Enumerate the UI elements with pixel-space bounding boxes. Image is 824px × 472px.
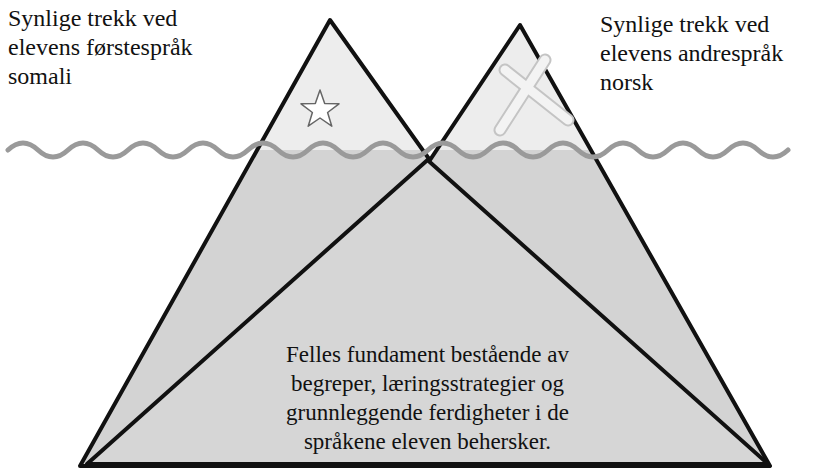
- triangle-shape: [87, 160, 768, 464]
- wave-path: [8, 143, 788, 157]
- side-label: Synlige trekk ved elevens andrespråk nor…: [600, 10, 818, 97]
- side-label: Synlige trekk ved elevens førstespråk so…: [8, 4, 246, 91]
- cross-symbol: [500, 60, 568, 130]
- foundation-text: Felles fundament bestående av begreper, …: [258, 340, 598, 456]
- star-symbol: [301, 90, 339, 126]
- foundation-triangle: Felles fundament bestående av begreper, …: [85, 158, 770, 466]
